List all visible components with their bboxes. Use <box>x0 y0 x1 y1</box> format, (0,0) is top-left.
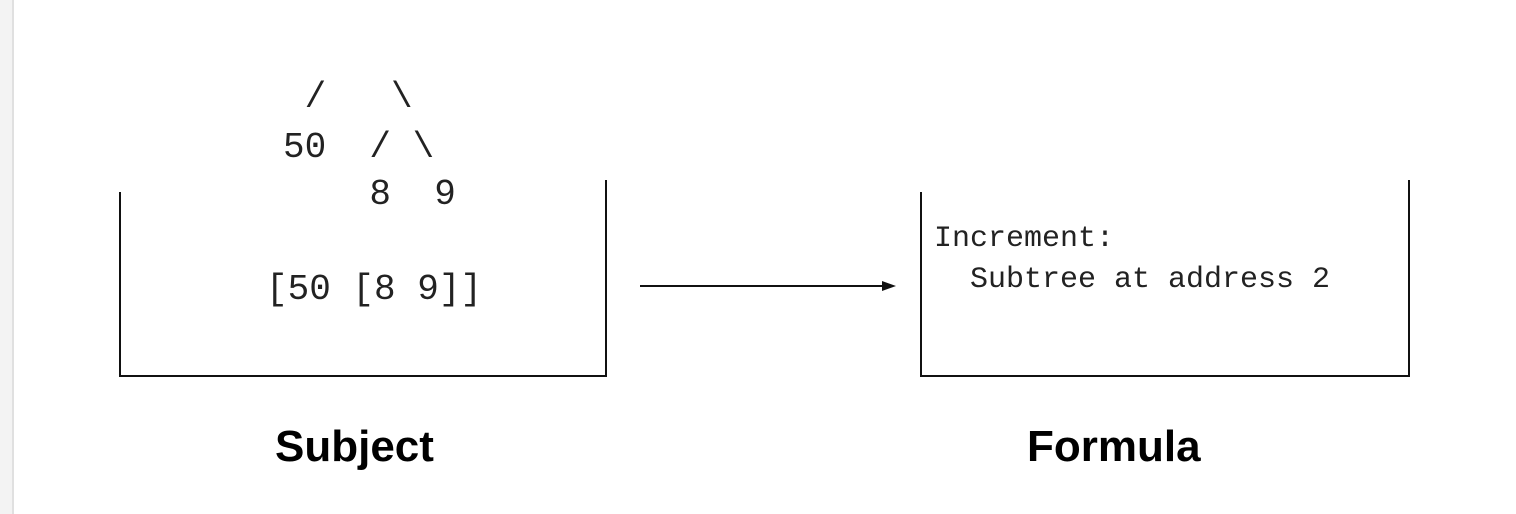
formula-caption: Formula <box>1027 422 1201 471</box>
formula-line-target: Subtree at address 2 <box>934 263 1331 297</box>
subject-box <box>119 180 607 377</box>
page-left-margin <box>0 0 14 514</box>
formula-line-operation: Increment: <box>934 222 1115 256</box>
subject-bracket-notation: [50 [8 9]] <box>266 269 483 310</box>
tree-leaf-row: 8 9 <box>283 174 456 215</box>
tree-branch-row: / \ <box>283 77 413 118</box>
formula-box <box>920 180 1410 377</box>
transform-arrow-icon <box>640 281 896 291</box>
tree-node-row: 50 / \ <box>283 127 435 168</box>
subject-caption: Subject <box>275 422 434 471</box>
